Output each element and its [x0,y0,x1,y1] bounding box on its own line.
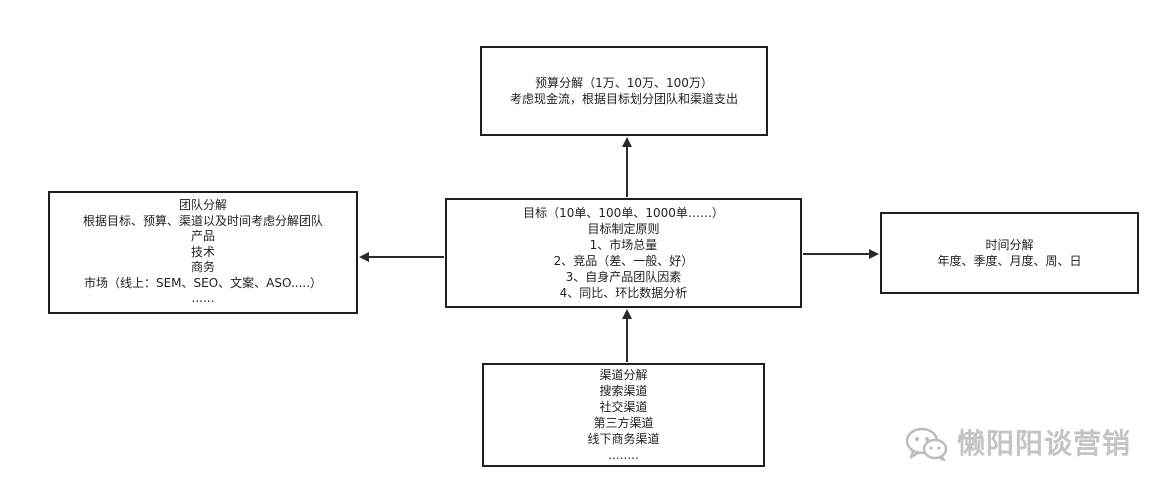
wechat-icon [905,427,948,462]
goal-principle-item: 3、自身产品团队因素 [565,270,682,284]
time-title: 时间分解 [985,238,1034,252]
team-description: 根据目标、预算、渠道以及时间考虑分解团队 [82,213,323,228]
watermark: 懒阳阳谈营销 [905,424,1131,464]
goal-principle-item: 2、竞品（差、一般、好） [553,254,694,268]
channel-item: 搜索渠道 [599,384,648,398]
goal-title: 目标（10单、100单、1000单……） [523,206,724,220]
team-item: 市场（线上：SEM、SEO、文案、ASO.....） [83,275,323,290]
channel-item: 线下商务渠道 [587,432,660,446]
budget-title: 预算分解（1万、10万、100万） [535,76,713,90]
time-box: 时间分解 年度、季度、月度、周、日 [880,212,1139,294]
goal-principle-heading: 目标制定原则 [587,222,660,236]
channel-title: 渠道分解 [599,368,648,382]
team-item: 产品 [190,229,215,244]
team-item: 商务 [190,260,215,275]
watermark-text: 懒阳阳谈营销 [957,427,1132,460]
team-title: 团队分解 [178,198,227,213]
channel-box: 渠道分解 搜索渠道 社交渠道 第三方渠道 线下商务渠道 ........ [482,363,765,467]
team-item: 技术 [190,244,215,259]
team-ellipsis: ...... [191,291,215,306]
channel-ellipsis: ........ [608,448,639,462]
team-box: 团队分解 根据目标、预算、渠道以及时间考虑分解团队 产品 技术 商务 市场（线上… [48,191,358,314]
goal-box: 目标（10单、100单、1000单……） 目标制定原则 1、市场总量 2、竞品（… [445,198,802,308]
goal-principle-item: 1、市场总量 [589,238,658,252]
goal-principle-item: 4、同比、环比数据分析 [559,286,688,300]
budget-detail: 考虑现金流，根据目标划分团队和渠道支出 [509,92,738,106]
budget-box: 预算分解（1万、10万、100万） 考虑现金流，根据目标划分团队和渠道支出 [480,46,768,136]
channel-item: 第三方渠道 [593,416,654,430]
time-detail: 年度、季度、月度、周、日 [937,254,1082,268]
channel-item: 社交渠道 [599,400,648,414]
